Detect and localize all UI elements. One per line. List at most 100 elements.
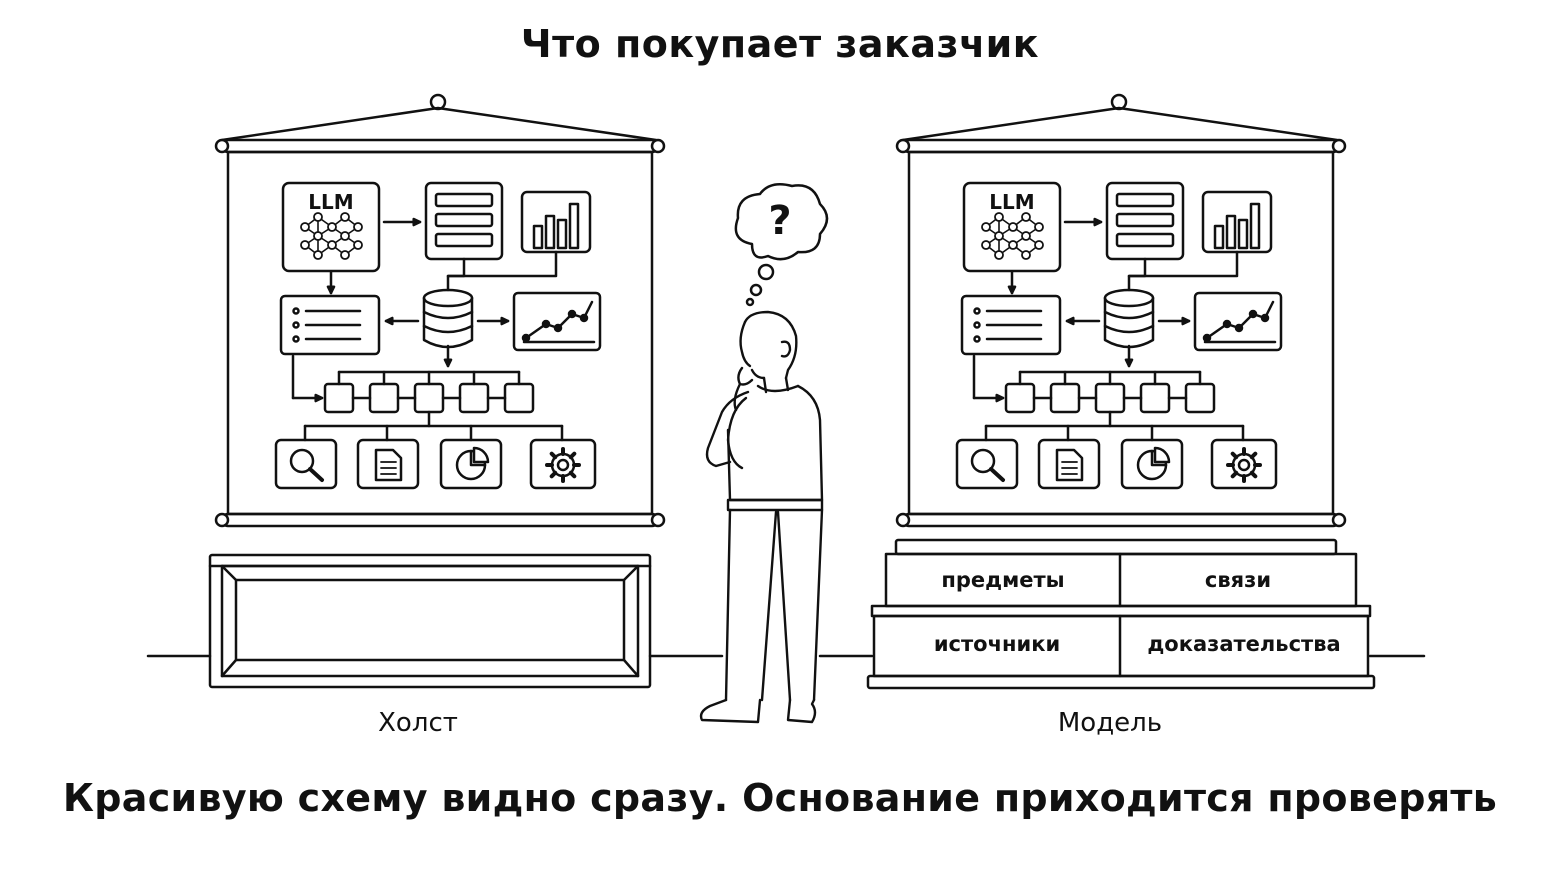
gear-icon: [550, 452, 576, 478]
trend-point: [553, 323, 563, 333]
database-top: [1103, 288, 1155, 308]
search-icon: [970, 448, 996, 474]
pie-chart-icon: [472, 446, 490, 464]
network-node: [313, 212, 323, 222]
network-node: [1034, 222, 1044, 232]
right-pedestal: [866, 538, 1376, 690]
trend-point: [541, 319, 551, 329]
network-node: [327, 240, 337, 250]
trend-point: [1202, 333, 1212, 343]
rod-cap: [214, 512, 230, 528]
pie-chart-icon: [1153, 446, 1171, 464]
arrow-head: [500, 316, 510, 326]
network-node: [353, 240, 363, 250]
network-node: [340, 231, 350, 241]
network-node: [327, 222, 337, 232]
rod-cap: [895, 512, 911, 528]
pedestal-label-items: предметы: [941, 568, 1065, 592]
pedestal-label-links: связи: [1204, 568, 1272, 592]
network-node: [994, 250, 1004, 260]
top-rod: [901, 138, 1341, 154]
arrow-head: [314, 393, 324, 403]
arrow-head: [1124, 358, 1134, 368]
footer-caption: Красивую схему видно сразу. Основание пр…: [62, 776, 1498, 820]
arrow-head: [995, 393, 1005, 403]
rod-cap: [650, 512, 666, 528]
icon-tile: [274, 438, 338, 490]
bottom-rod: [901, 512, 1341, 528]
process-box: [458, 382, 490, 414]
database-band: [422, 310, 474, 320]
search-icon: [989, 467, 1005, 482]
trend-point: [579, 313, 589, 323]
list-bullet: [973, 321, 981, 329]
line-chart-box: [1193, 291, 1283, 352]
bar-mark: [1237, 218, 1249, 250]
left-caption: Холст: [378, 708, 458, 738]
process-box: [1049, 382, 1081, 414]
question-mark: ?: [768, 198, 792, 244]
thinking-person: [699, 310, 824, 724]
list-bullet: [292, 307, 300, 315]
right-llm-label: LLM: [989, 190, 1035, 214]
network-node: [300, 222, 310, 232]
list-bullet: [292, 321, 300, 329]
table-row: [434, 232, 494, 248]
arrow-head: [326, 285, 336, 295]
top-rod: [220, 138, 660, 154]
document-icon: [1055, 448, 1084, 482]
arrow-head: [384, 316, 394, 326]
arrow-head: [1181, 316, 1191, 326]
bottom-rod: [220, 512, 660, 528]
process-box: [503, 382, 535, 414]
arrow-head: [1065, 316, 1075, 326]
trend-point: [1260, 313, 1270, 323]
bar-mark: [1225, 214, 1237, 250]
connector: [1127, 250, 1239, 278]
arrow-head: [412, 217, 422, 227]
trend-point: [1248, 309, 1258, 319]
network-node: [994, 231, 1004, 241]
rod-cap: [895, 138, 911, 154]
arrow-head: [443, 358, 453, 368]
database-band: [1103, 324, 1155, 334]
right-caption: Модель: [1057, 708, 1163, 738]
bar-mark: [1249, 202, 1261, 250]
right-board: [895, 93, 1347, 528]
process-box: [1004, 382, 1036, 414]
table-row: [1115, 232, 1175, 248]
document-icon: [374, 448, 403, 482]
pedestal-label-evidence: доказательства: [1147, 632, 1341, 656]
icon-tile: [1120, 438, 1184, 490]
bar-mark: [1213, 224, 1225, 250]
database-band: [1103, 310, 1155, 320]
pie-chart-icon: [469, 449, 487, 467]
rod-cap: [650, 138, 666, 154]
table-row: [434, 192, 494, 208]
line-chart-box: [512, 291, 602, 352]
trend-point: [1234, 323, 1244, 333]
list-bullet: [973, 307, 981, 315]
thought-bubble: [734, 183, 829, 307]
gear-icon: [1231, 452, 1257, 478]
process-box: [1094, 382, 1126, 414]
arrow-head: [1093, 217, 1103, 227]
icon-tile: [955, 438, 1019, 490]
left-bench: [208, 553, 652, 689]
left-board: [214, 93, 666, 528]
database-top: [422, 288, 474, 308]
network-node: [340, 250, 350, 260]
network-node: [1034, 240, 1044, 250]
icon-tile: [1210, 438, 1278, 490]
bar-mark: [556, 218, 568, 250]
search-icon: [308, 467, 324, 482]
search-icon: [289, 448, 315, 474]
list-box: [960, 294, 1062, 356]
icon-tile: [356, 438, 420, 490]
page-title: Что покупает заказчик: [520, 22, 1040, 66]
icon-tile: [529, 438, 597, 490]
table-row: [1115, 192, 1175, 208]
connector: [446, 257, 466, 292]
